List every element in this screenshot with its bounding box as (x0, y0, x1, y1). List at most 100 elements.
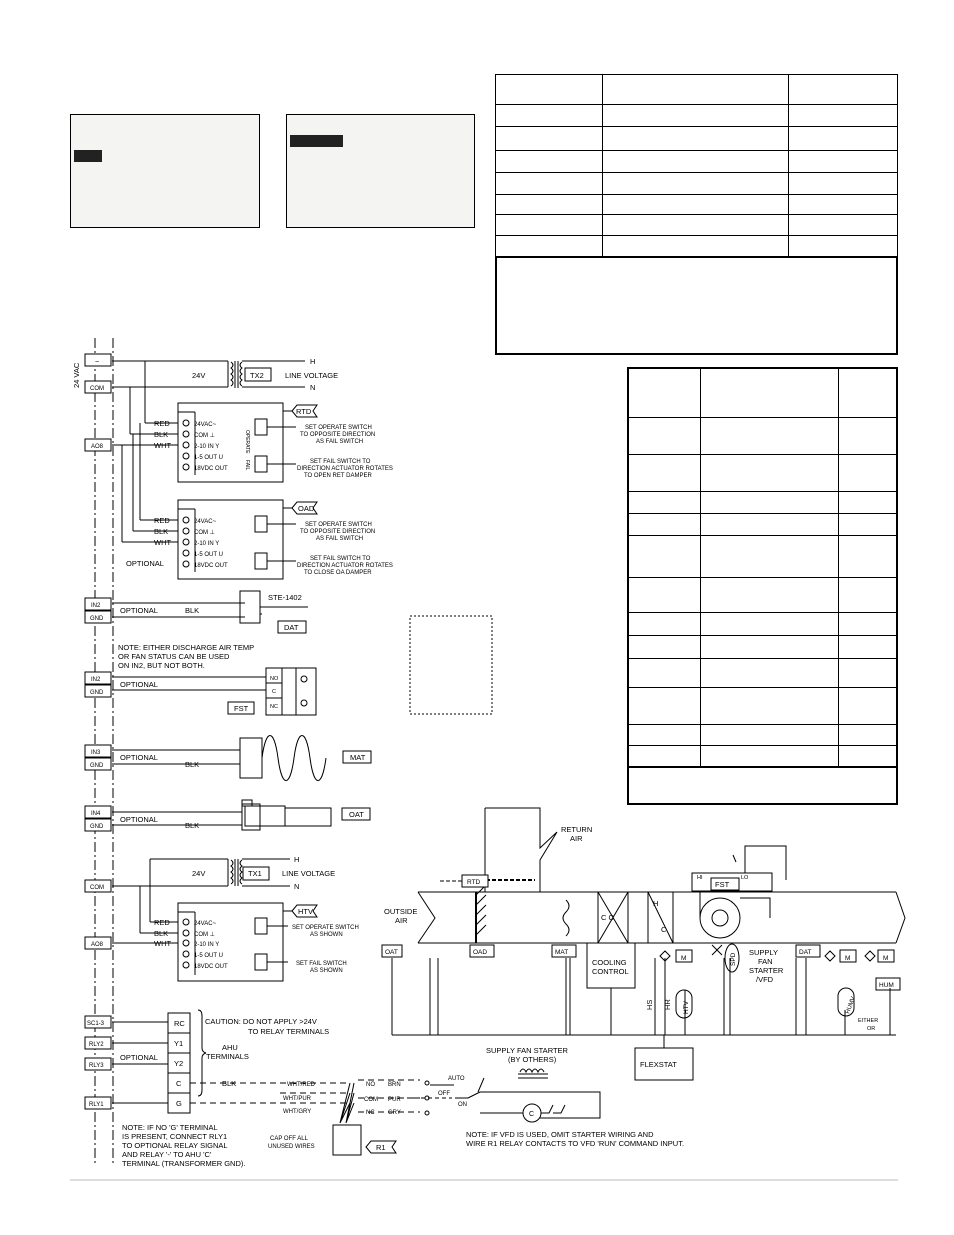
tx2-tag: TX2 (250, 371, 264, 380)
hr: HR (663, 999, 672, 1010)
rtd-op1: SET OPERATE SWITCH (305, 425, 372, 431)
oat-duct: OAT (385, 949, 398, 956)
wire-pur: PUR (388, 1097, 401, 1103)
supply2: FAN (758, 957, 773, 966)
rtd-f2: DIRECTION ACTUATOR ROTATES (297, 466, 393, 472)
oad-red: RED (154, 516, 170, 525)
tag-in3: IN3 (91, 750, 101, 756)
tag-rly1: RLY1 (89, 1102, 104, 1108)
htv-t5: 18VDC OUT (194, 964, 228, 970)
by-others: (BY OTHERS) (508, 1055, 557, 1064)
tag-in4: IN4 (91, 811, 101, 817)
rtd-t4: 1-5 OUT U (194, 455, 223, 461)
htv-t2: COM ⊥ (194, 931, 215, 938)
mat-duct: MAT (555, 949, 568, 956)
cooling2: CONTROL (592, 967, 629, 976)
optional-oat: OPTIONAL (120, 815, 158, 824)
hum: HUM (879, 982, 894, 989)
term-c: C (176, 1079, 182, 1088)
rtd-red: RED (154, 419, 170, 428)
note3a: NOTE: IF VFD IS USED, OMIT STARTER WIRIN… (466, 1130, 654, 1139)
supply-fan-starter: SUPPLY FAN STARTER (486, 1046, 569, 1055)
tag-rly2: RLY2 (89, 1042, 104, 1048)
oad-t5: 18VDC OUT (194, 563, 228, 569)
n-2: N (294, 882, 299, 891)
terminal-tags (84, 353, 740, 1110)
vac24-label: 24 VAC (72, 362, 81, 388)
oad-wht: WHT (154, 538, 171, 547)
blk-dat: BLK (185, 606, 199, 615)
coil-h: H (653, 899, 658, 908)
tag-in2-b: IN2 (91, 677, 101, 683)
rtd-operate: OPERATE (244, 430, 250, 454)
rtd-op2: TO OPPOSITE DIRECTION (300, 432, 375, 438)
blk-ahu: BLK (222, 1079, 236, 1088)
h-1: H (310, 357, 315, 366)
note2d: AND RELAY '-' TO AHU 'C' (122, 1150, 212, 1159)
caution1: CAUTION: DO NOT APPLY >24V (205, 1017, 317, 1026)
note2b: IS PRESENT, CONNECT RLY1 (122, 1132, 227, 1141)
ahu1: AHU (222, 1043, 238, 1052)
oad-f3: TO CLOSE OA DAMPER (304, 570, 372, 576)
optional-fst: OPTIONAL (120, 680, 158, 689)
line-voltage-1: LINE VOLTAGE (285, 371, 338, 380)
fst-duct: FST (715, 880, 730, 889)
tx1-tag: TX1 (248, 869, 262, 878)
point-table-top (495, 74, 898, 258)
point-table-top-notes (495, 256, 898, 355)
r1-tag: R1 (376, 1143, 386, 1152)
tag-sc1-3: SC1-3 (87, 1021, 105, 1027)
mat-tag: MAT (350, 753, 366, 762)
term-y1: Y1 (174, 1039, 183, 1048)
fst-hi: HI (697, 875, 703, 881)
point-table-mid-notes (627, 766, 898, 805)
sw-on: ON (458, 1102, 467, 1108)
line-voltage-2: LINE VOLTAGE (282, 869, 335, 878)
htv-blk: BLK (154, 929, 168, 938)
fst-lo: LO (741, 875, 749, 881)
term-rc: RC (174, 1019, 185, 1028)
h-2: H (294, 855, 299, 864)
rtd-fail: FAIL (244, 460, 250, 471)
fst-c: C (272, 689, 276, 695)
rtd-t2: COM ⊥ (194, 432, 215, 439)
note1a: NOTE: EITHER DISCHARGE AIR TEMP (118, 643, 254, 652)
term-y2: Y2 (174, 1059, 183, 1068)
either: EITHER (858, 1018, 878, 1024)
htv-duct: HTV (683, 1000, 690, 1014)
note2c: TO OPTIONAL RELAY SIGNAL (122, 1141, 228, 1150)
sw-auto: AUTO (448, 1076, 465, 1082)
caution2: TO RELAY TERMINALS (248, 1027, 329, 1036)
rtd-t5: 18VDC OUT (194, 466, 228, 472)
blk-mat: BLK (185, 760, 199, 769)
valve-m3: M (883, 955, 888, 962)
oad-f2: DIRECTION ACTUATOR ROTATES (297, 563, 393, 569)
optional-rly: OPTIONAL (120, 1053, 158, 1062)
coil-cc: C C (601, 913, 615, 922)
htv-red: RED (154, 918, 170, 927)
oad-t2: COM ⊥ (194, 529, 215, 536)
return2: AIR (570, 834, 583, 843)
wire-wht-red: WHT/RED (287, 1082, 316, 1088)
rtd-t3: 2-10 IN Y (194, 444, 219, 450)
note3b: WIRE R1 RELAY CONTACTS TO VFD 'RUN' COMM… (466, 1139, 684, 1148)
coil-c: C (661, 925, 667, 934)
htv-op1: SET OPERATE SWITCH (292, 925, 359, 931)
blk-oat: BLK (185, 821, 199, 830)
tag-gnd-b: GND (90, 690, 104, 696)
oad-op3: AS FAIL SWITCH (316, 536, 363, 542)
tag-gnd-d: GND (90, 824, 104, 830)
cap2: UNUSED WIRES (268, 1144, 315, 1150)
cooling1: COOLING (592, 958, 627, 967)
htv-op2: AS SHOWN (310, 932, 343, 938)
wire-wht-pur: WHT/PUR (283, 1096, 312, 1102)
display-box-right (286, 114, 475, 228)
valve-m2: M (845, 955, 850, 962)
outside1: OUTSIDE (384, 907, 417, 916)
display-box-left-highlight (74, 150, 102, 162)
cap1: CAP OFF ALL (270, 1136, 309, 1142)
display-box-left (70, 114, 260, 228)
rtd-op3: AS FAIL SWITCH (316, 439, 363, 445)
motor-c: C (529, 1111, 534, 1118)
outside2: AIR (395, 916, 408, 925)
